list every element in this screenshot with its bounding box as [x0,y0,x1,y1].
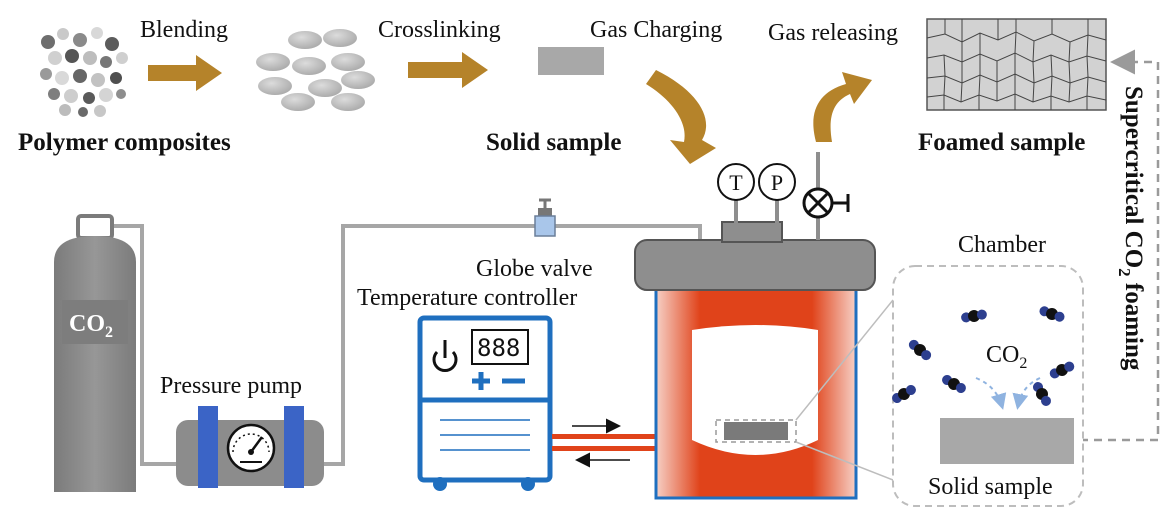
polymer-composites-particles [40,27,128,117]
gas-releasing-label: Gas releasing [768,20,898,46]
foamed-sample-label: Foamed sample [918,129,1085,156]
pressure-gauge: P [758,163,796,224]
co2-tank: CO2 [54,214,136,492]
chamber-label: Chamber [958,232,1046,258]
gas-releasing-arrow [813,72,872,142]
zoom-lines [795,299,894,481]
co2-molecules [892,306,1075,406]
blended-pellets [256,29,375,111]
pressure-pump-label: Pressure pump [160,373,302,399]
polymer-composites-label: Polymer composites [18,129,231,156]
chamber-zoom-panel [892,265,1084,507]
chamber-solid-sample-label: Solid sample [928,474,1053,500]
globe-valve-label: Globe valve [476,256,593,282]
crosslinking-arrow [408,52,488,88]
solid-sample-block [538,47,604,75]
supercritical-co2-foaming-label: Supercritical CO2 foaming [1115,86,1147,371]
foamed-sample [926,18,1107,111]
blending-arrow [148,55,222,91]
outlet-valve-icon [802,152,850,240]
solid-sample-label: Solid sample [486,129,621,156]
foaming-loop-dashed-line [1080,49,1160,442]
gas-charging-label: Gas Charging [590,17,722,43]
blending-label: Blending [140,17,228,43]
gas-charging-arrow [646,70,716,164]
plus-minus-buttons [472,372,525,390]
pressure-gauge-label: P [771,170,783,195]
temperature-gauge-label: T [729,170,743,195]
heating-lines [552,418,656,468]
co2-tank-label: CO2 [69,311,113,341]
globe-valve-icon [534,198,556,237]
temperature-gauge: T [717,163,755,224]
power-icon [432,340,458,372]
crosslinking-label: Crosslinking [378,17,501,43]
temperature-controller-label: Temperature controller [357,285,577,311]
gas-pipeline [108,224,702,466]
chamber-co2-label: CO2 [986,342,1027,372]
pressure-gauge-icon [226,423,276,473]
reactor-vessel [634,221,876,500]
controller-display: 888 [477,334,520,362]
pressure-pump [176,406,324,488]
temperature-controller: 888 [417,315,553,491]
